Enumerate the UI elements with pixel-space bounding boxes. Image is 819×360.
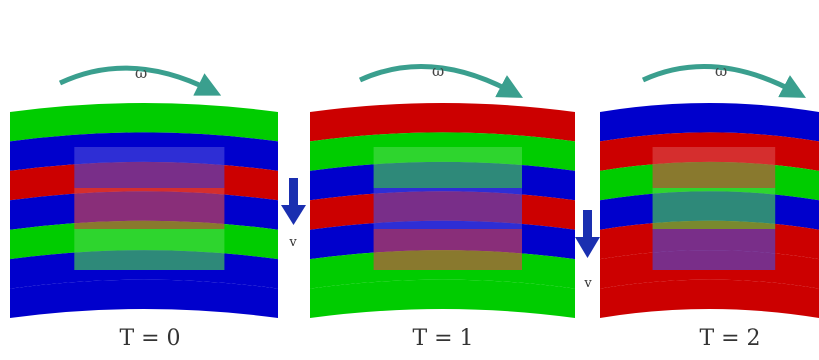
inner-window	[74, 147, 225, 270]
inner-stripe	[74, 188, 225, 229]
time-label: T = 0	[119, 326, 180, 351]
outer-stripe	[600, 103, 819, 142]
rotation-arrow	[641, 64, 807, 98]
inner-stripe	[652, 147, 776, 188]
time-label: T = 2	[699, 326, 760, 351]
velocity-arrow-2: v	[575, 210, 600, 291]
time-label: T = 1	[412, 326, 473, 351]
velocity-label: v	[288, 235, 297, 250]
inner-stripe	[373, 147, 522, 188]
omega-label: ω	[432, 62, 444, 80]
rotation-arrow	[358, 64, 524, 98]
velocity-arrow-1: v	[281, 178, 306, 250]
inner-stripe	[74, 229, 225, 270]
velocity-label: v	[583, 276, 592, 291]
outer-stripe	[10, 279, 278, 318]
panel-t0: ω T = 0	[10, 64, 278, 351]
inner-window	[652, 147, 776, 270]
inner-stripe	[74, 147, 225, 188]
omega-label: ω	[135, 64, 147, 82]
inner-stripe	[652, 188, 776, 229]
inner-stripe	[373, 229, 522, 270]
rotation-arrow	[58, 65, 222, 96]
inner-window	[373, 147, 522, 270]
panel-t1: ω T = 1	[310, 62, 575, 351]
outer-stripe	[310, 279, 575, 318]
inner-stripe	[652, 229, 776, 270]
omega-label: ω	[715, 62, 727, 80]
panel-t2: ω T = 2	[600, 62, 819, 351]
outer-stripe	[310, 103, 575, 142]
outer-stripe	[600, 279, 819, 318]
inner-stripe	[373, 188, 522, 229]
outer-stripe	[10, 103, 278, 142]
